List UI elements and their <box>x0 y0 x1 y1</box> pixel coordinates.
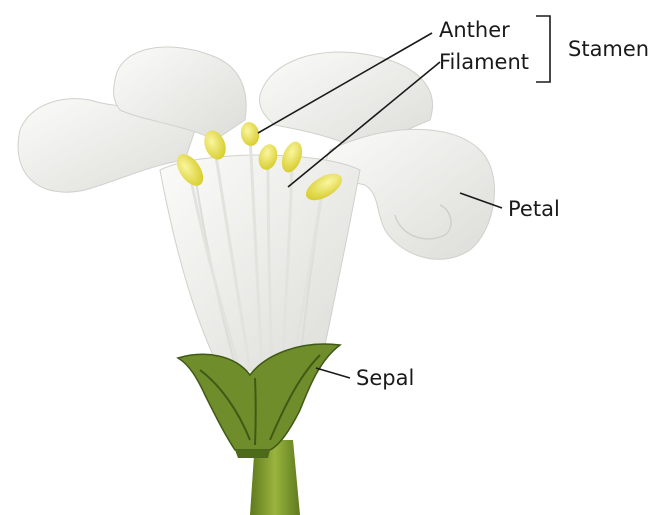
petal-label: Petal <box>508 199 560 220</box>
sepal-leader-line <box>316 368 350 378</box>
stamen-bracket <box>536 16 550 82</box>
stamen-label: Stamen <box>568 39 649 60</box>
petals <box>18 47 494 370</box>
sepal-label: Sepal <box>356 368 414 389</box>
filament-label: Filament <box>439 52 529 73</box>
anther-label: Anther <box>439 20 510 41</box>
